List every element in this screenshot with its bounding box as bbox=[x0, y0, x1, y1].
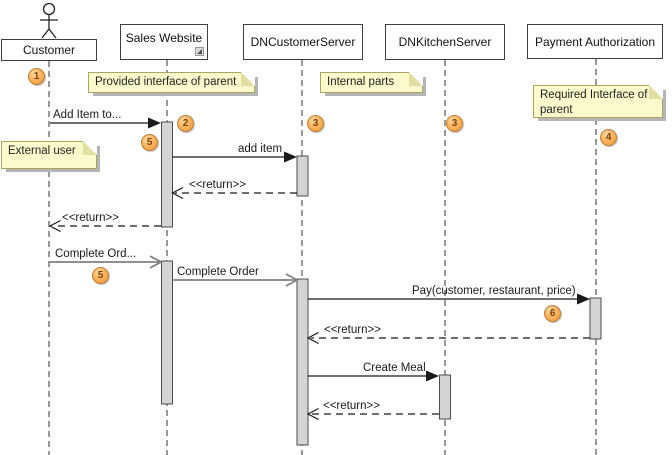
message-label-return-3: <<return>> bbox=[324, 324, 381, 336]
lifeline-head-dn-customer-server[interactable]: DNCustomerServer bbox=[243, 24, 363, 60]
note-text: Internal parts bbox=[327, 76, 395, 88]
arrowhead-return-to-customer bbox=[48, 219, 61, 233]
arrowhead-add-item bbox=[284, 151, 297, 163]
step-badge-3a: 3 bbox=[307, 115, 324, 132]
lifeline-label: Sales Website bbox=[125, 30, 203, 45]
message-label-complete-ord: Complete Ord... bbox=[55, 248, 137, 260]
step-badge-2: 2 bbox=[177, 115, 194, 132]
lifeline-head-dn-kitchen-server[interactable]: DNKitchenServer bbox=[385, 24, 505, 60]
note-text: Provided interface of parent bbox=[95, 76, 237, 88]
arrowhead-complete-ord bbox=[149, 255, 163, 269]
activation-dn-kitchen-server bbox=[439, 374, 451, 420]
arrowhead-return-create-meal bbox=[306, 407, 319, 421]
message-label-add-item: add item bbox=[238, 143, 283, 155]
message-label-add-item-to: Add Item to... bbox=[53, 109, 122, 121]
note-required-interface[interactable]: Required Interface of parent bbox=[533, 85, 663, 118]
lifeline-label: Payment Authorization bbox=[534, 34, 656, 49]
lifeline-head-sales-website[interactable]: Sales Website bbox=[120, 24, 208, 60]
step-badge-1: 1 bbox=[28, 68, 45, 85]
message-label-return-2: <<return>> bbox=[62, 212, 119, 224]
note-internal-parts[interactable]: Internal parts bbox=[320, 72, 423, 93]
lifeline-label: Customer bbox=[22, 43, 75, 57]
arrowhead-add-item-to bbox=[148, 117, 161, 129]
lifeline-head-customer[interactable]: Customer bbox=[1, 39, 97, 61]
message-label-create-meal: Create Meal bbox=[363, 362, 426, 374]
arrowhead-create-meal bbox=[426, 370, 439, 382]
activation-sales-website-2 bbox=[161, 260, 173, 405]
message-label-pay: Pay(customer, restaurant, price) bbox=[412, 285, 576, 297]
note-text: External user bbox=[8, 145, 76, 157]
step-badge-5a: 5 bbox=[141, 134, 158, 151]
arrowhead-complete-order bbox=[285, 273, 299, 287]
lifeline-label: DNKitchenServer bbox=[398, 35, 492, 49]
actor-figure bbox=[40, 2, 58, 39]
activation-payment-authorization bbox=[589, 297, 602, 340]
note-provided-interface[interactable]: Provided interface of parent bbox=[88, 72, 255, 93]
step-badge-5b: 5 bbox=[92, 267, 109, 284]
step-badge-4: 4 bbox=[600, 129, 617, 146]
lifeline-label: DNCustomerServer bbox=[250, 35, 356, 49]
step-badge-6: 6 bbox=[544, 305, 561, 322]
message-label-return-4: <<return>> bbox=[323, 400, 380, 412]
note-text: Required Interface of parent bbox=[540, 89, 648, 116]
activation-sales-website-1 bbox=[161, 121, 173, 228]
arrowhead-return-pay bbox=[306, 331, 319, 345]
lifeline-head-payment-authorization[interactable]: Payment Authorization bbox=[527, 24, 663, 59]
step-badge-3b: 3 bbox=[446, 115, 463, 132]
message-label-return-1: <<return>> bbox=[189, 179, 246, 191]
arrowhead-return-add-item bbox=[171, 186, 184, 200]
activation-dn-customer-server-1 bbox=[296, 155, 309, 197]
arrowhead-pay bbox=[577, 293, 590, 305]
activation-dn-customer-server-2 bbox=[296, 278, 309, 446]
note-external-user[interactable]: External user bbox=[1, 141, 97, 169]
collapse-icon[interactable] bbox=[195, 47, 204, 56]
message-label-complete-order: Complete Order bbox=[177, 266, 259, 278]
